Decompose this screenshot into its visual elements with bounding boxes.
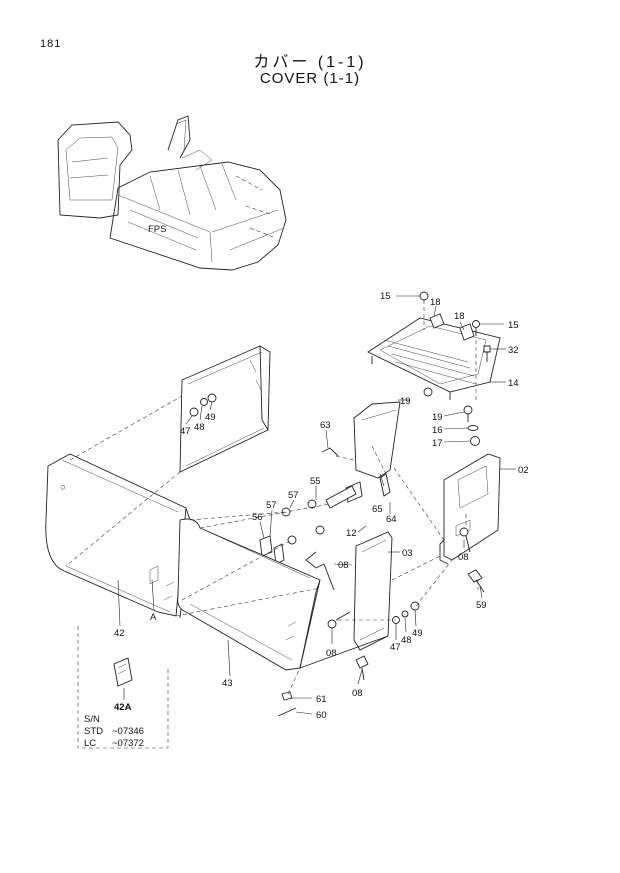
svg-text:FPS: FPS xyxy=(148,224,166,235)
callout-15: 15 xyxy=(508,320,519,331)
leader-lines xyxy=(117,295,516,715)
excavator-overview-illustration: FPS xyxy=(57,115,287,271)
svg-text:○: ○ xyxy=(60,482,66,493)
assembly-guide-lines xyxy=(65,395,479,695)
callout-08: 08 xyxy=(352,688,363,699)
page-number: 181 xyxy=(40,38,62,50)
callout-63: 63 xyxy=(320,420,331,431)
callout-17: 17 xyxy=(432,438,443,449)
callout-57: 57 xyxy=(266,500,277,511)
callout-48: 48 xyxy=(194,422,205,433)
inset-serial-table: S/N STD ~07346 LC ~07372 xyxy=(84,714,144,749)
callout-56: 56 xyxy=(252,512,263,523)
upper-side-panel xyxy=(179,345,271,473)
callout-60: 60 xyxy=(316,710,327,721)
large-door-panel-42: ○ xyxy=(45,453,191,619)
inset-std-value: ~07346 xyxy=(112,726,144,737)
callout-08: 08 xyxy=(326,648,337,659)
title-japanese: カバー (1-1) xyxy=(253,54,367,71)
callout-61: 61 xyxy=(316,694,327,705)
callout-15: 15 xyxy=(380,291,391,302)
inset-std-label: STD xyxy=(84,726,103,737)
callout-49: 49 xyxy=(412,628,423,639)
callout-65: 65 xyxy=(372,504,383,515)
inset-lc-label: LC xyxy=(84,738,96,749)
callout-64: 64 xyxy=(386,514,397,525)
callout-08: 59 xyxy=(476,600,487,611)
inset-lc-value: ~07372 xyxy=(112,738,144,749)
callout-16: 16 xyxy=(432,425,443,436)
callout-A: A xyxy=(150,612,157,623)
callout-19: 19 xyxy=(400,396,411,407)
callout-08: 08 xyxy=(458,552,469,563)
lower-bracket xyxy=(277,531,420,717)
callout-59: 08 xyxy=(338,560,349,571)
hinge-parts xyxy=(259,485,357,591)
callout-32: 32 xyxy=(508,345,519,356)
callout-48: 48 xyxy=(401,635,412,646)
large-door-panel-43 xyxy=(177,518,321,671)
callout-49: 49 xyxy=(205,412,216,423)
callout-43: 43 xyxy=(222,678,233,689)
title-english: COVER (1-1) xyxy=(259,70,361,87)
callout-02: 02 xyxy=(518,465,529,476)
callout-55: 55 xyxy=(310,476,321,487)
inset-sn-label: S/N xyxy=(84,714,100,725)
callout-18: 18 xyxy=(454,311,465,322)
callout-19: 19 xyxy=(432,412,443,423)
callout-42A: 42A xyxy=(114,702,132,713)
callout-47: 47 xyxy=(180,426,191,437)
callout-57: 57 xyxy=(288,490,299,501)
callout-14: 14 xyxy=(508,378,519,389)
right-bracket xyxy=(439,453,501,593)
callout-42: 42 xyxy=(114,628,125,639)
callout-47: 47 xyxy=(390,642,401,653)
callout-03: 03 xyxy=(402,548,413,559)
center-bracket xyxy=(321,401,401,503)
callout-12: 12 xyxy=(346,528,357,539)
inset-box xyxy=(77,626,169,749)
roof-plate-assembly xyxy=(367,291,501,446)
callout-18: 18 xyxy=(430,297,441,308)
callout-labels: 15 18 18 15 32 14 19 19 16 17 02 63 65 6… xyxy=(114,291,529,721)
